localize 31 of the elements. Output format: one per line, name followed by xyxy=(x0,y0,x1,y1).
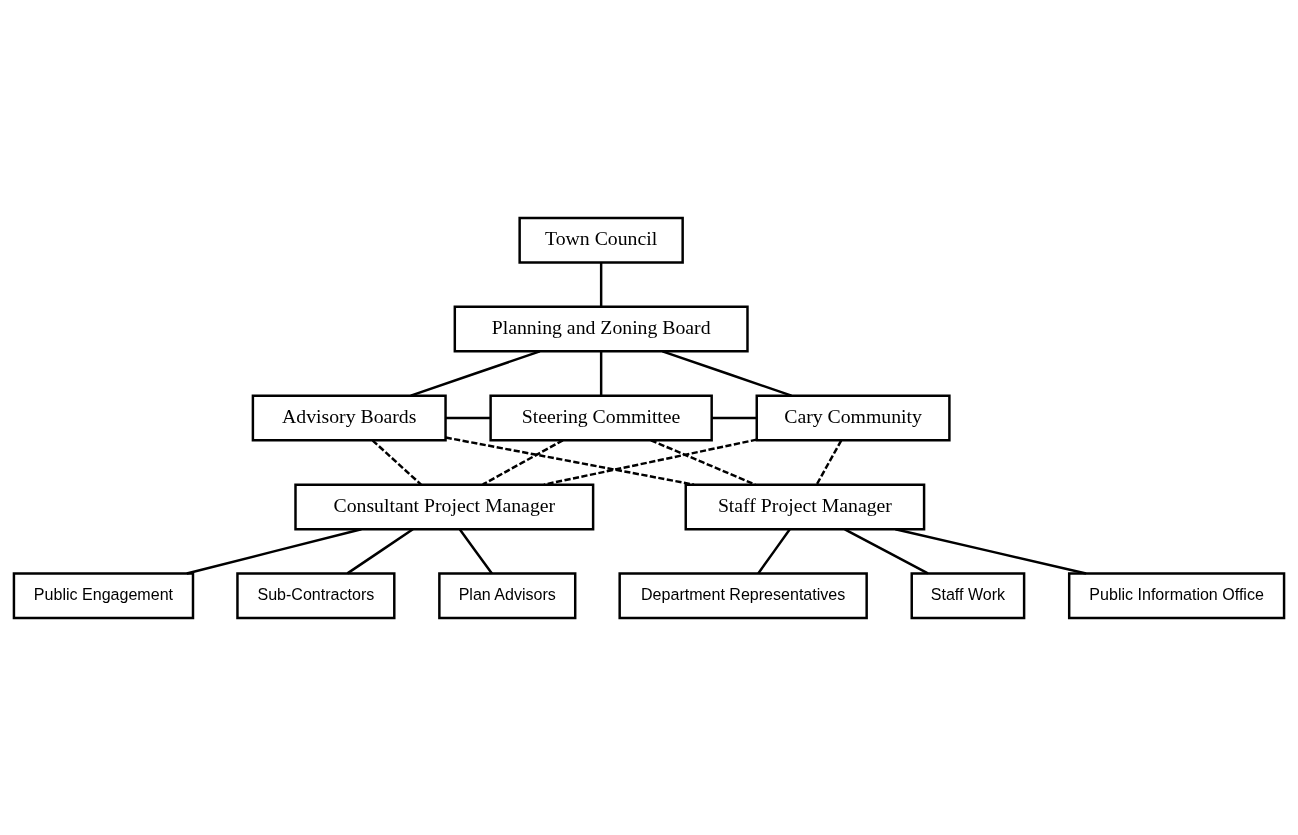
connector xyxy=(599,351,603,396)
node-box: Department Representatives xyxy=(618,571,868,619)
connector xyxy=(445,435,695,486)
connector xyxy=(757,528,791,574)
connector xyxy=(371,439,422,485)
node-box: Cary Community xyxy=(755,394,951,441)
connector xyxy=(410,349,541,397)
connector xyxy=(650,438,756,486)
node-box: Plan Advisors xyxy=(438,571,577,619)
connector xyxy=(445,416,491,419)
connector xyxy=(895,527,1087,575)
connector xyxy=(844,527,929,574)
node-box: Planning and Zoning Board xyxy=(453,305,749,353)
node-box: Consultant Project Manager xyxy=(294,482,595,530)
connector xyxy=(482,438,564,486)
node-box: Steering Committee xyxy=(489,394,713,441)
node-box: Staff Work xyxy=(910,571,1026,619)
node-box: Advisory Boards xyxy=(251,394,447,441)
connector xyxy=(599,262,603,307)
connector xyxy=(711,416,757,419)
connector xyxy=(346,527,414,574)
node-box: Sub-Contractors xyxy=(236,571,396,619)
connector xyxy=(543,437,757,486)
node-box: Staff Project Manager xyxy=(684,482,926,530)
node-box: Public Engagement xyxy=(12,571,195,619)
connector xyxy=(186,527,362,575)
node-box: Town Council xyxy=(518,216,684,264)
connector xyxy=(458,528,493,574)
node-box: Public Information Office xyxy=(1067,571,1286,619)
connector xyxy=(662,349,792,397)
connector xyxy=(815,439,843,485)
